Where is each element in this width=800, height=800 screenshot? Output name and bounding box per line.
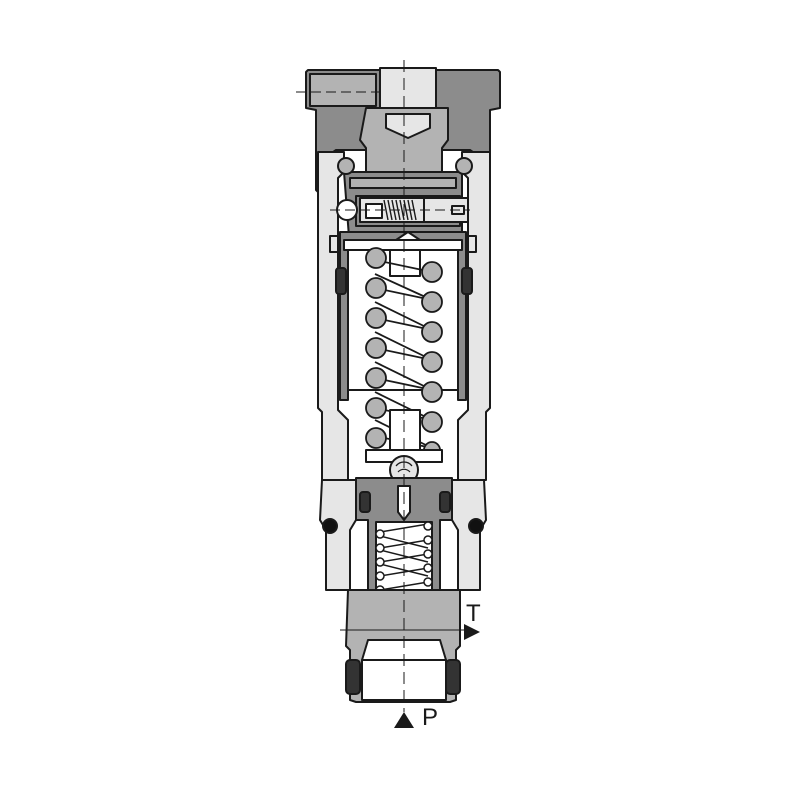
valve-body [317, 151, 491, 591]
retaining-balls [337, 157, 473, 175]
port-p-label: P [422, 704, 439, 731]
outer-o-rings [322, 518, 484, 534]
pilot-ball-spring [336, 195, 469, 227]
port-t-label: T [466, 600, 481, 627]
port-t-arrow-icon [464, 624, 480, 640]
main-spring [365, 247, 443, 459]
nose-section [345, 589, 461, 703]
port-p-arrow-icon [394, 712, 414, 728]
